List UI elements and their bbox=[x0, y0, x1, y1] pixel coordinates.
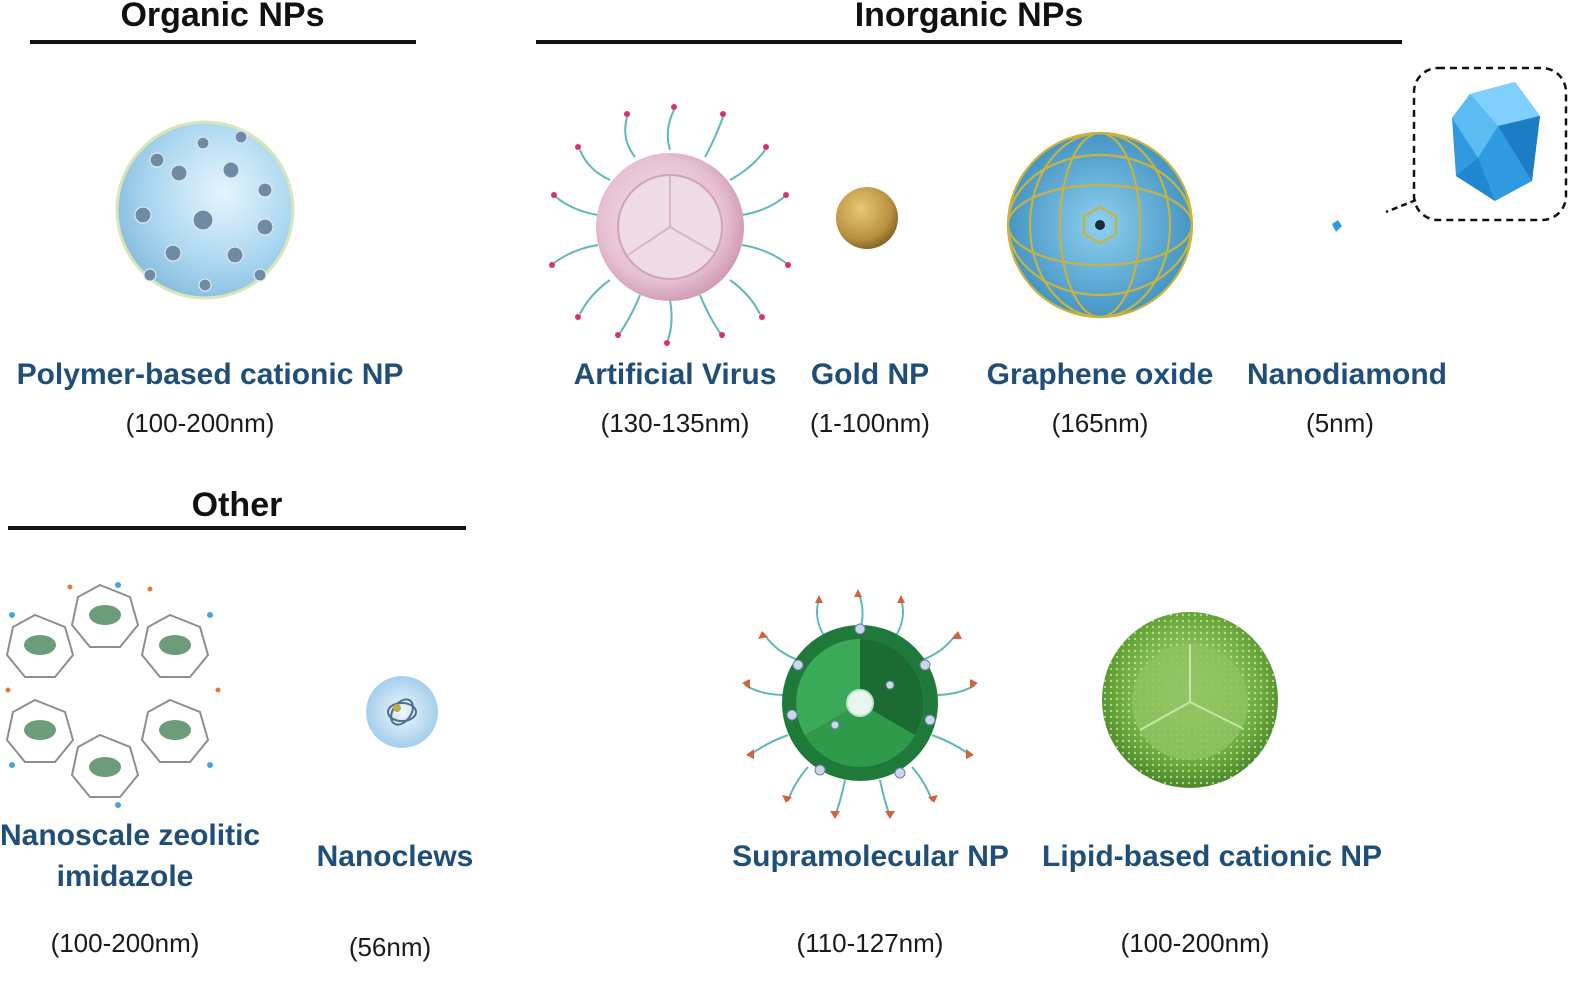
zif-size: (100-200nm) bbox=[50, 928, 200, 958]
lipid-np-illustration bbox=[1102, 612, 1278, 788]
supramolecular-np-size: (110-127nm) bbox=[796, 928, 944, 958]
inorganic-rule bbox=[536, 40, 1402, 44]
supramolecular-np-name: Supramolecular NP bbox=[732, 840, 1009, 873]
graphene-oxide-name: Graphene oxide bbox=[986, 358, 1214, 391]
nanoclews-illustration bbox=[366, 676, 438, 748]
artificial-virus-illustration bbox=[549, 104, 791, 346]
gold-np-illustration bbox=[836, 187, 898, 249]
gold-np-name: Gold NP bbox=[810, 358, 930, 391]
other-rule bbox=[8, 526, 466, 530]
supramolecular-np-illustration bbox=[742, 589, 978, 819]
nanodiamond-illustration bbox=[1332, 66, 1568, 232]
zif-illustration bbox=[5, 582, 221, 808]
lipid-np-name: Lipid-based cationic NP bbox=[1042, 840, 1383, 873]
organic-rule bbox=[30, 40, 416, 44]
graphene-oxide-illustration bbox=[1006, 131, 1194, 319]
nanoclews-name: Nanoclews bbox=[316, 840, 474, 873]
inorganic-header: Inorganic NPs bbox=[854, 0, 1084, 34]
artificial-virus-size: (130-135nm) bbox=[600, 408, 750, 438]
polymer-np-name: Polymer-based cationic NP bbox=[16, 358, 404, 391]
polymer-np-size: (100-200nm) bbox=[125, 408, 275, 438]
artificial-virus-name: Artificial Virus bbox=[573, 358, 777, 391]
zif-name-line1: Nanoscale zeolitic bbox=[0, 819, 261, 852]
nanoclews-size: (56nm) bbox=[348, 932, 432, 962]
polymer-np-illustration bbox=[115, 120, 295, 300]
nanodiamond-size: (5nm) bbox=[1306, 408, 1374, 438]
graphene-oxide-size: (165nm) bbox=[1051, 408, 1149, 438]
other-header: Other bbox=[191, 486, 283, 524]
nanodiamond-name: Nanodiamond bbox=[1247, 358, 1447, 391]
zif-name-line2: imidazole bbox=[56, 860, 194, 893]
organic-header: Organic NPs bbox=[120, 0, 325, 34]
gold-np-size: (1-100nm) bbox=[810, 408, 930, 438]
lipid-np-size: (100-200nm) bbox=[1120, 928, 1270, 958]
